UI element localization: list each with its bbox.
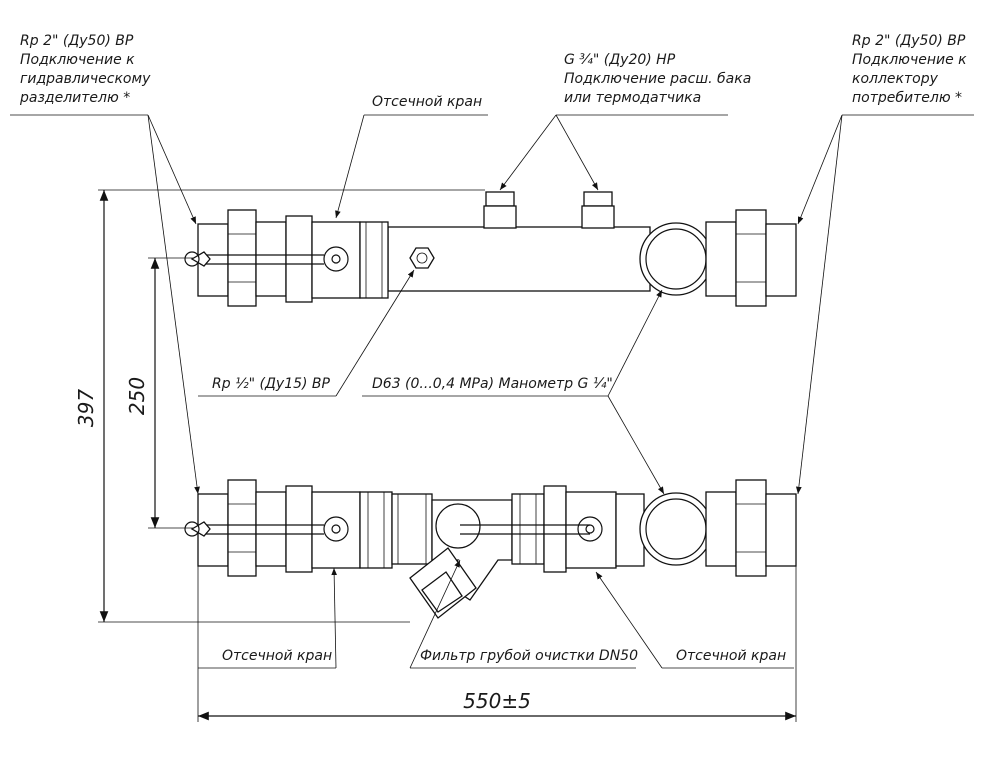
label-top-left: Rp 2" (Ду50) ВР Подключение к гидравличе… (19, 33, 151, 106)
svg-text:Подключение к: Подключение к (852, 52, 967, 68)
svg-text:или термодатчика: или термодатчика (564, 90, 701, 106)
top-port-caps (483, 191, 615, 229)
label-top-middle: G ¾" (Ду20) НР Подключение расш. бака ил… (564, 52, 751, 106)
label-manometer: D63 (0...0,4 MPa) Манометр G ¼" (372, 376, 613, 392)
svg-text:потребителю *: потребителю * (852, 90, 962, 106)
svg-text:коллектору: коллектору (852, 71, 939, 87)
top-pipe-assembly (184, 191, 797, 307)
top-manometer-icon (639, 222, 713, 296)
label-shutoff-valve-bottom-left: Отсечной кран (222, 648, 332, 664)
label-filter: Фильтр грубой очистки DN50 (420, 648, 638, 664)
leader-lines (10, 114, 974, 669)
label-shutoff-valve-bottom-right: Отсечной кран (676, 648, 786, 664)
label-shutoff-valve-top: Отсечной кран (372, 94, 482, 110)
label-top-right: Rp 2" (Ду50) ВР Подключение к коллектору… (852, 33, 967, 106)
dimension-overall-height: 397 (74, 389, 98, 427)
filter-cap (409, 547, 477, 619)
svg-text:разделителю *: разделителю * (19, 90, 130, 106)
dimension-overall-width: 550±5 (463, 689, 531, 713)
svg-text:гидравлическому: гидравлическому (20, 71, 151, 87)
svg-text:Подключение расш. бака: Подключение расш. бака (564, 71, 751, 87)
label-port-half-inch: Rp ½" (Ду15) ВР (212, 376, 331, 392)
svg-text:G ¾" (Ду20) НР: G ¾" (Ду20) НР (564, 52, 676, 68)
dimension-lines (98, 189, 797, 722)
bottom-pipe-assembly (184, 479, 797, 619)
dimension-pipe-spacing: 250 (125, 377, 149, 415)
svg-text:Подключение к: Подключение к (20, 52, 135, 68)
svg-text:Rp 2" (Ду50) ВР: Rp 2" (Ду50) ВР (852, 33, 966, 49)
svg-text:Rp 2" (Ду50) ВР: Rp 2" (Ду50) ВР (20, 33, 134, 49)
bottom-manometer-icon (639, 492, 713, 566)
